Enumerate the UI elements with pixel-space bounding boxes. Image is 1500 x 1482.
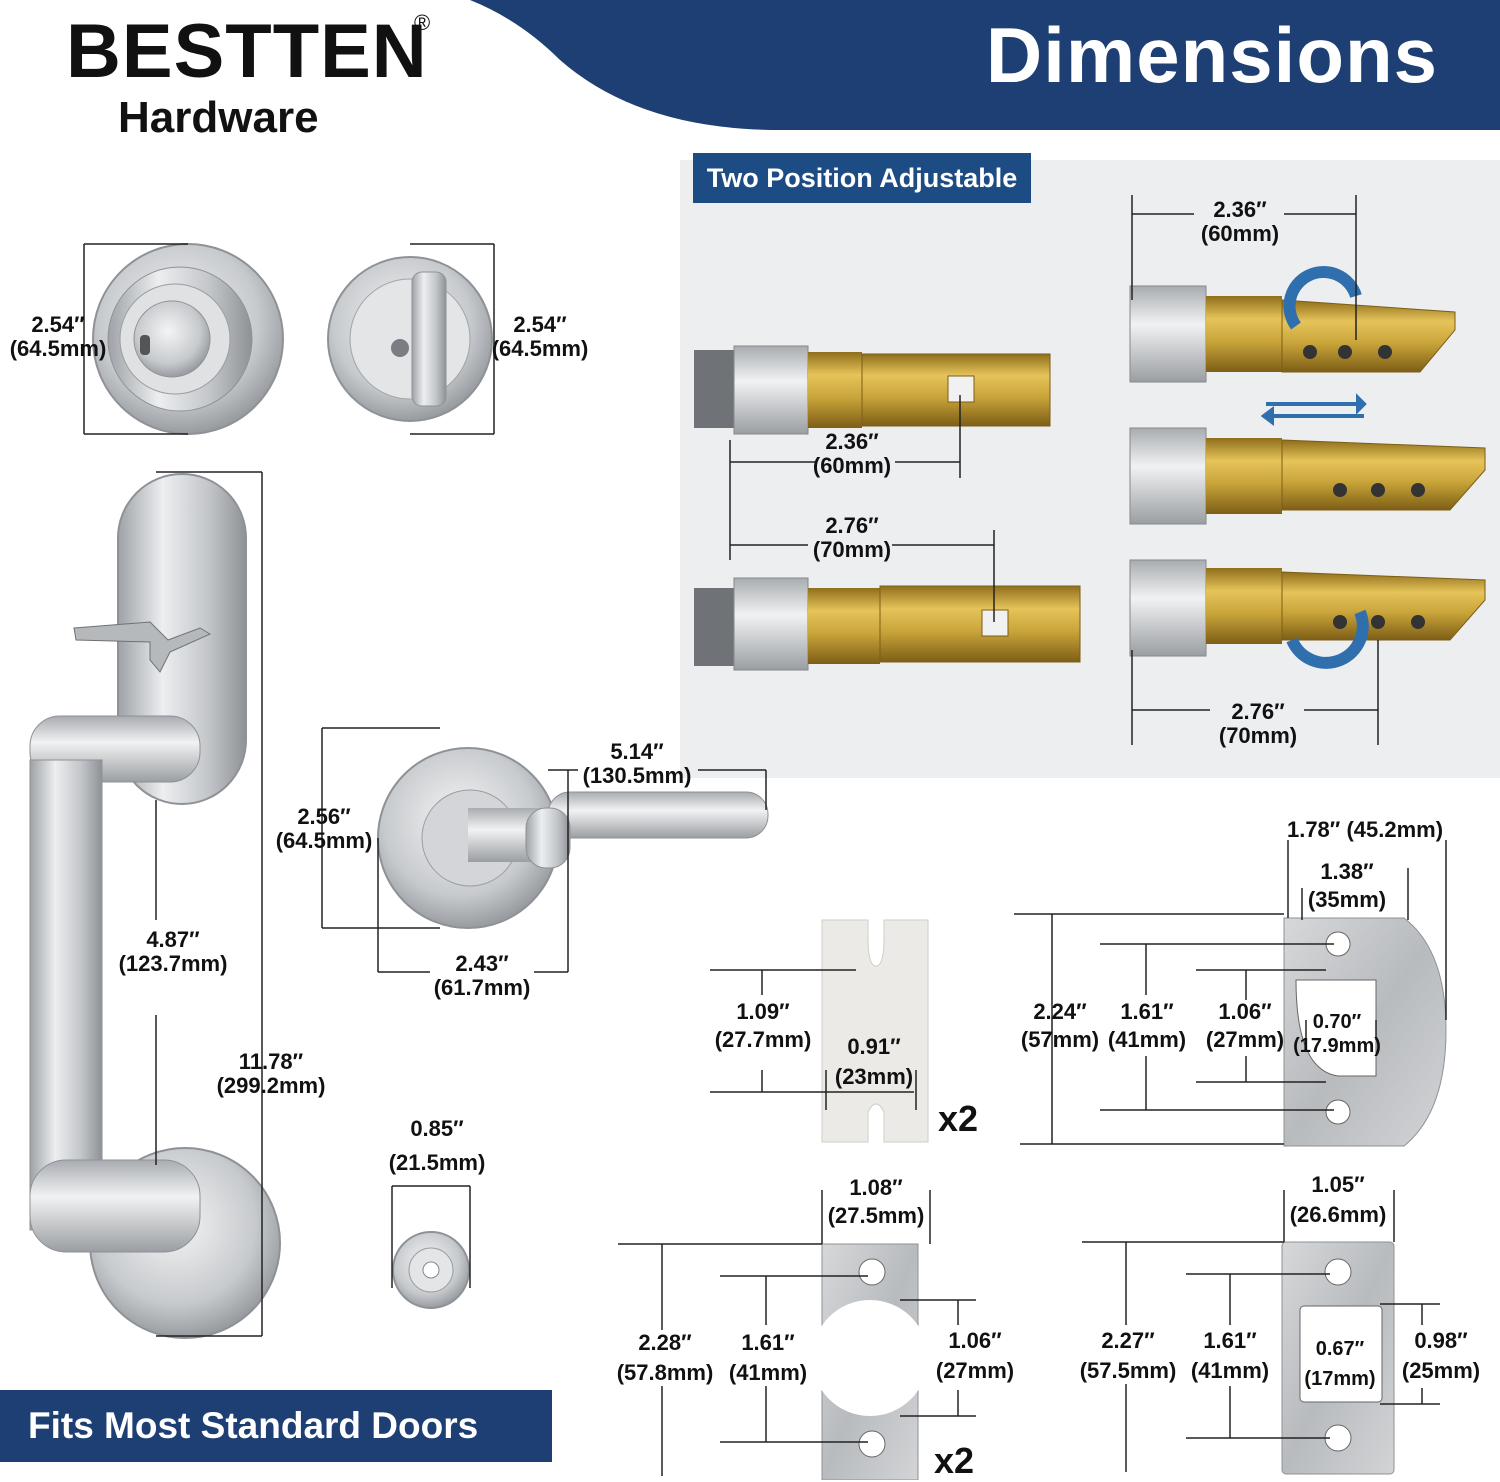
- dim-latch-plate-height: 2.24″(57mm): [1020, 999, 1100, 1052]
- latch-adjust-mid: [1129, 427, 1486, 525]
- dim-bumper: 0.85″(21.5mm): [388, 1116, 486, 1175]
- latch-short: [694, 345, 1051, 435]
- dim-template-width: 0.91″(23mm): [834, 1034, 914, 1089]
- dim-latch-plate-opening-height: 1.06″(27mm): [1205, 999, 1285, 1052]
- dim-latch-plate-width: 1.78″ (45.2mm): [1286, 817, 1444, 842]
- strike-plate-round: [812, 1243, 928, 1480]
- dim-lever-length: 5.14″(130.5mm): [582, 739, 692, 788]
- dim-latch-plate-holes: 1.61″(41mm): [1107, 999, 1187, 1052]
- dim-latch-adjust-short: 2.36″(60mm): [1200, 197, 1280, 246]
- dim-latch-adjust-long: 2.76″(70mm): [1218, 699, 1298, 748]
- dim-deadbolt-front: 2.54″(64.5mm): [9, 312, 107, 361]
- drill-template: [821, 919, 929, 1143]
- adjustable-label: Two Position Adjustable: [693, 153, 1031, 203]
- latch-face-plate: [1283, 917, 1447, 1147]
- dim-strike-b-height: 2.27″(57.5mm): [1079, 1328, 1177, 1383]
- dim-strike-b-opening-height: 0.98″(25mm): [1401, 1328, 1481, 1383]
- bumper: [392, 1231, 470, 1309]
- rotate-arrow-icon: [1283, 266, 1369, 669]
- dim-rose-height: 2.56″(64.5mm): [275, 804, 373, 853]
- dim-handle-span: 4.87″(123.7mm): [118, 927, 228, 976]
- dim-strike-b-opening-width: 0.67″(17mm): [1304, 1338, 1376, 1390]
- dim-deadbolt-back: 2.54″(64.5mm): [491, 312, 589, 361]
- strike-plate-square: [1281, 1241, 1395, 1475]
- dim-strike-b-width: 1.05″(26.6mm): [1289, 1172, 1387, 1227]
- brand-subtitle: Hardware: [118, 93, 319, 142]
- lever-handle: [377, 747, 769, 929]
- dim-latch-long: 2.76″(70mm): [812, 513, 892, 562]
- dim-lever-depth: 2.43″(61.7mm): [433, 951, 531, 1000]
- dim-strike-a-holes: 1.61″(41mm): [728, 1330, 808, 1385]
- header-banner: [470, 0, 1500, 130]
- brand-logo: BESTTEN: [66, 9, 428, 94]
- dim-latch-plate-inner: 1.38″(35mm): [1307, 859, 1387, 912]
- page-title: Dimensions: [985, 11, 1438, 99]
- dimension-lines: [83, 195, 1447, 1476]
- deadbolt-exterior: [92, 243, 284, 435]
- latch-long: [694, 577, 1081, 671]
- swap-arrows-icon: [1260, 393, 1367, 426]
- dim-latch-short: 2.36″(60mm): [812, 429, 892, 478]
- handleset: [29, 473, 281, 1339]
- dim-latch-plate-opening-width: 0.70″(17.9mm): [1293, 1011, 1381, 1057]
- fits-standard-doors-banner: Fits Most Standard Doors: [0, 1390, 552, 1462]
- dim-strike-b-holes: 1.61″(41mm): [1190, 1328, 1270, 1383]
- dim-strike-a-opening: 1.06″(27mm): [935, 1328, 1015, 1383]
- registered-mark: ®: [414, 10, 431, 35]
- dim-strike-a-height: 2.28″(57.8mm): [616, 1330, 714, 1385]
- latch-adjust-top: [1129, 285, 1456, 383]
- template-qty: x2: [938, 1098, 979, 1139]
- strike-qty: x2: [934, 1440, 975, 1481]
- dim-template-height: 1.09″(27.7mm): [714, 999, 812, 1052]
- dim-handle-total: 11.78″(299.2mm): [216, 1049, 326, 1098]
- deadbolt-interior: [327, 256, 493, 422]
- dim-strike-a-width: 1.08″(27.5mm): [827, 1175, 925, 1228]
- latch-adjust-bottom: [1129, 559, 1486, 657]
